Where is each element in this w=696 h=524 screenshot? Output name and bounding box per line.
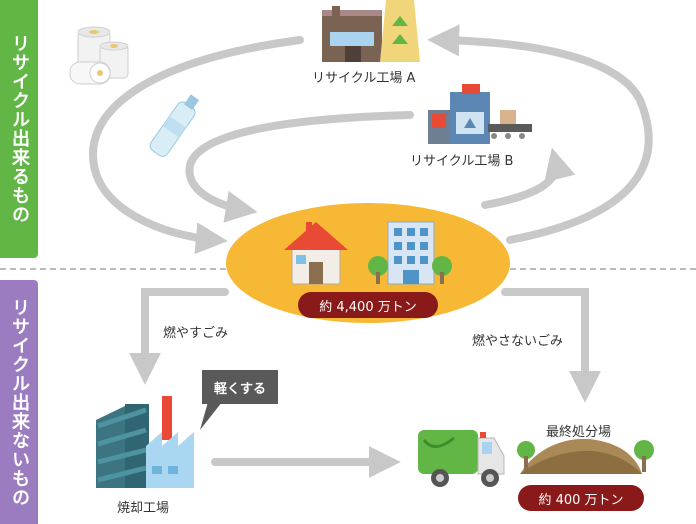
burnable-label: 燃やすごみ xyxy=(163,326,229,341)
office-building-icon xyxy=(387,221,435,285)
garbage-truck-icon xyxy=(418,430,505,487)
inner-arrow-to-center xyxy=(185,111,414,223)
callout-tail xyxy=(200,402,222,430)
arrow-to-incinerator xyxy=(129,288,229,385)
factory-b-label: リサイクル工場 B xyxy=(410,154,514,169)
incinerator-icon xyxy=(96,396,194,488)
pet-bottle-icon xyxy=(149,94,200,157)
incinerator-label: 焼却工場 xyxy=(117,501,170,516)
landfill-icon xyxy=(517,438,654,474)
tree-icon xyxy=(368,256,452,284)
arrow-to-landfill xyxy=(501,288,601,403)
recyclable-label: リサイクル出来るもの xyxy=(9,34,30,224)
factory-b-icon xyxy=(428,84,532,144)
landfill-amount-badge: 約 400 万トン xyxy=(518,485,644,511)
house-icon xyxy=(284,222,348,285)
non-recyclable-label: リサイクル出来ないもの xyxy=(9,297,30,507)
non-recyclable-band: リサイクル出来ないもの xyxy=(0,280,38,524)
reduce-callout: 軽くする xyxy=(202,370,278,404)
center-ellipse xyxy=(226,203,510,323)
outer-arrow-to-factory-a xyxy=(427,24,653,244)
recyclable-band: リサイクル出来るもの xyxy=(0,0,38,258)
factory-a-label: リサイクル工場 A xyxy=(312,71,416,86)
factory-a-icon xyxy=(322,0,420,62)
toilet-paper-icon xyxy=(69,26,129,85)
landfill-label: 最終処分場 xyxy=(546,425,612,440)
non-burnable-label: 燃やさないごみ xyxy=(472,334,564,349)
inner-arrow-to-factory-b xyxy=(481,147,576,209)
outer-arrow-to-center xyxy=(89,36,304,255)
center-amount-badge: 約 4,400 万トン xyxy=(298,292,438,318)
